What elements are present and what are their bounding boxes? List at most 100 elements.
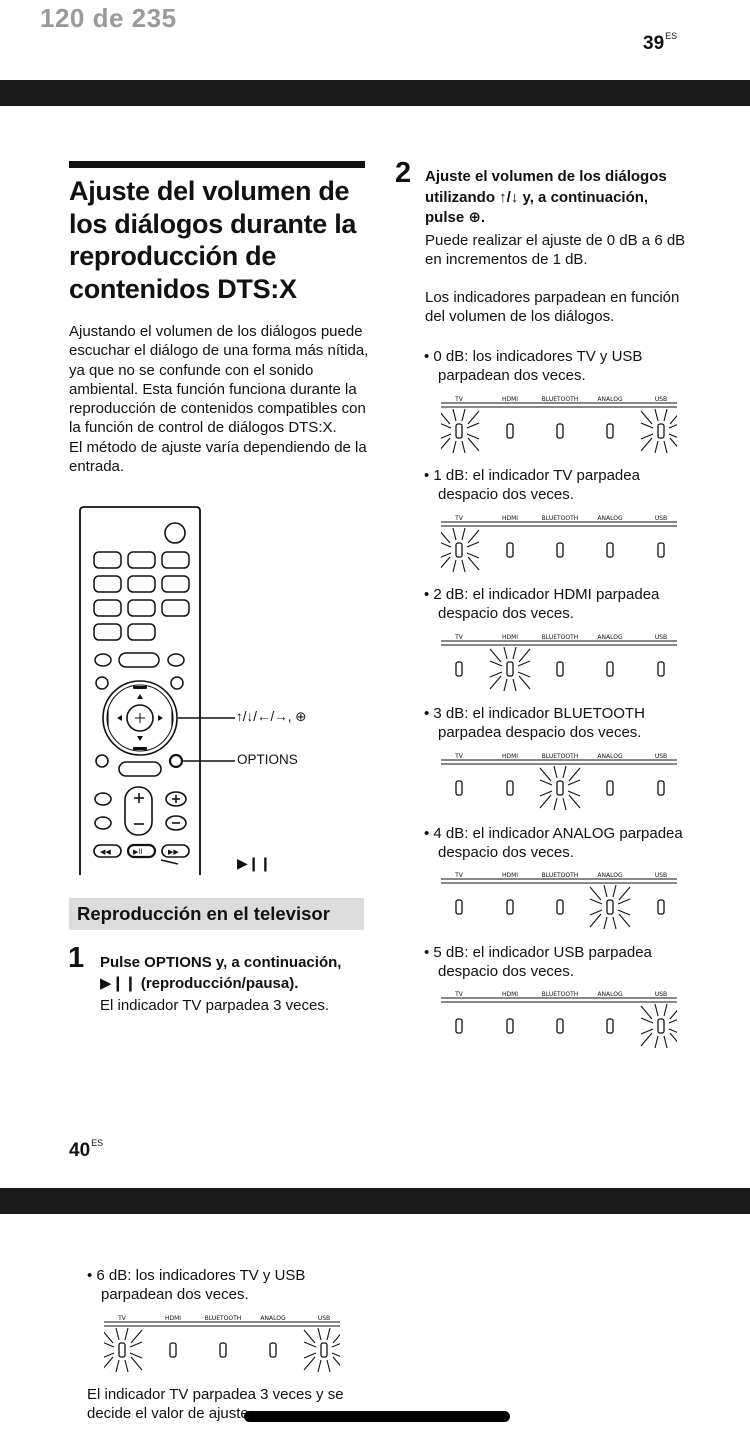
indicator-label-tv: TV: [454, 634, 464, 641]
page-counter: 120 de 235: [40, 3, 177, 33]
indicator-led-bluetooth: [219, 1342, 227, 1358]
level-2db-text: • 2 dB: el indicador HDMI parpadea despa…: [424, 586, 660, 623]
level-6db-text: • 6 dB: los indicadores TV y USB parpade…: [87, 1267, 306, 1304]
indicator-led-hdmi: [506, 1018, 514, 1034]
callout-options-label: OPTIONS: [237, 752, 298, 767]
blink-rays-icon: [104, 1327, 143, 1372]
svg-text:◀◀: ◀◀: [100, 848, 111, 856]
page-separator-band: [0, 1188, 750, 1214]
indicator-led-usb: [657, 780, 665, 796]
step-2: Ajuste el volumen de los diálogos utiliz…: [425, 168, 686, 326]
indicator-label-hdmi: HDMI: [502, 515, 518, 522]
section-title: Ajuste del volumen de los diálogos duran…: [69, 176, 357, 304]
indicator-led-usb: [657, 542, 665, 558]
indicator-led-hdmi: [506, 542, 514, 558]
indicator-label-hdmi: HDMI: [502, 872, 518, 879]
indicator-led-analog: [606, 899, 614, 915]
indicator-label-bluetooth: BLUETOOTH: [542, 991, 579, 998]
indicator-led-bluetooth: [556, 661, 564, 677]
indicator-led-bluetooth: [556, 423, 564, 439]
indicator-led-bluetooth: [556, 542, 564, 558]
indicator-label-tv: TV: [454, 872, 464, 879]
blink-rays-icon: [441, 527, 480, 572]
step-1-number: 1: [68, 942, 85, 974]
indicator-led-analog: [606, 1018, 614, 1034]
indicator-led-hdmi: [506, 780, 514, 796]
indicator-led-hdmi: [506, 423, 514, 439]
subsection-title: Reproducción en el televisor: [69, 898, 364, 930]
indicator-label-analog: ANALOG: [597, 991, 623, 998]
step-2-number: 2: [395, 157, 412, 189]
indicator-label-tv: TV: [454, 396, 464, 403]
blink-rays-icon: [489, 646, 531, 691]
blink-rays-icon: [539, 765, 581, 810]
indicator-label-hdmi: HDMI: [502, 753, 518, 760]
indicator-label-analog: ANALOG: [597, 872, 623, 879]
indicator-label-hdmi: HDMI: [502, 634, 518, 641]
indicator-led-hdmi: [506, 661, 514, 677]
indicator-led-usb: [320, 1342, 328, 1358]
indicator-led-analog: [606, 780, 614, 796]
indicator-label-usb: USB: [655, 753, 667, 760]
indicator-led-tv: [455, 542, 463, 558]
indicator-led-tv: [118, 1342, 126, 1358]
blink-rays-icon: [640, 408, 677, 453]
level-3db-text: • 3 dB: el indicador BLUETOOTH parpadea …: [424, 705, 645, 742]
indicator-label-bluetooth: BLUETOOTH: [542, 515, 579, 522]
indicator-label-analog: ANALOG: [597, 753, 623, 760]
indicator-label-tv: TV: [454, 753, 464, 760]
indicator-panel-4db: TV HDMI BLUETOOTH ANALOG USB: [441, 869, 677, 929]
remote-illustration: ◀◀ ▶ll ▶▶: [78, 505, 318, 880]
indicator-led-tv: [455, 423, 463, 439]
indicator-label-analog: ANALOG: [597, 634, 623, 641]
indicator-label-usb: USB: [655, 872, 667, 879]
level-5db-text: • 5 dB: el indicador USB parpadea despac…: [424, 944, 652, 981]
level-1db-text: • 1 dB: el indicador TV parpadea despaci…: [424, 467, 640, 504]
blink-rays-icon: [589, 884, 631, 929]
blink-rays-icon: [441, 408, 480, 453]
indicator-led-usb: [657, 423, 665, 439]
indicator-led-hdmi: [169, 1342, 177, 1358]
indicator-led-tv: [455, 780, 463, 796]
indicator-panel-5db: TV HDMI BLUETOOTH ANALOG USB: [441, 988, 677, 1048]
indicator-led-usb: [657, 899, 665, 915]
indicator-led-analog: [269, 1342, 277, 1358]
indicator-label-tv: TV: [454, 991, 464, 998]
indicator-led-tv: [455, 661, 463, 677]
blink-rays-icon: [640, 1003, 677, 1048]
indicator-led-usb: [657, 1018, 665, 1034]
indicator-led-analog: [606, 423, 614, 439]
indicator-label-hdmi: HDMI: [502, 991, 518, 998]
indicator-led-tv: [455, 1018, 463, 1034]
level-0db-text: • 0 dB: los indicadores TV y USB parpade…: [424, 348, 643, 385]
title-rule: [69, 161, 365, 168]
svg-text:▶ll: ▶ll: [133, 848, 142, 856]
indicator-label-analog: ANALOG: [597, 396, 623, 403]
indicator-label-analog: ANALOG: [597, 515, 623, 522]
indicator-led-analog: [606, 661, 614, 677]
indicator-label-bluetooth: BLUETOOTH: [542, 872, 579, 879]
indicator-label-analog: ANALOG: [260, 1315, 286, 1322]
indicator-led-bluetooth: [556, 1018, 564, 1034]
indicator-label-usb: USB: [655, 515, 667, 522]
final-paragraph: El indicador TV parpadea 3 veces y se de…: [87, 1386, 344, 1423]
indicator-led-hdmi: [506, 899, 514, 915]
level-4db-text: • 4 dB: el indicador ANALOG parpadea des…: [424, 825, 683, 862]
svg-text:▶▶: ▶▶: [168, 848, 179, 856]
callout-play-label: ▶❙❙: [237, 855, 272, 871]
page-number-bottom: 40ES: [69, 1138, 104, 1161]
page-number-top: 39ES: [643, 31, 678, 54]
indicator-label-bluetooth: BLUETOOTH: [205, 1315, 242, 1322]
indicator-label-usb: USB: [655, 991, 667, 998]
callout-arrows-label: ↑/↓/←/→, ⊕: [236, 709, 307, 724]
indicator-label-usb: USB: [655, 396, 667, 403]
scroll-indicator[interactable]: [244, 1411, 510, 1422]
indicator-label-hdmi: HDMI: [502, 396, 518, 403]
indicator-led-usb: [657, 661, 665, 677]
indicator-label-tv: TV: [117, 1315, 127, 1322]
